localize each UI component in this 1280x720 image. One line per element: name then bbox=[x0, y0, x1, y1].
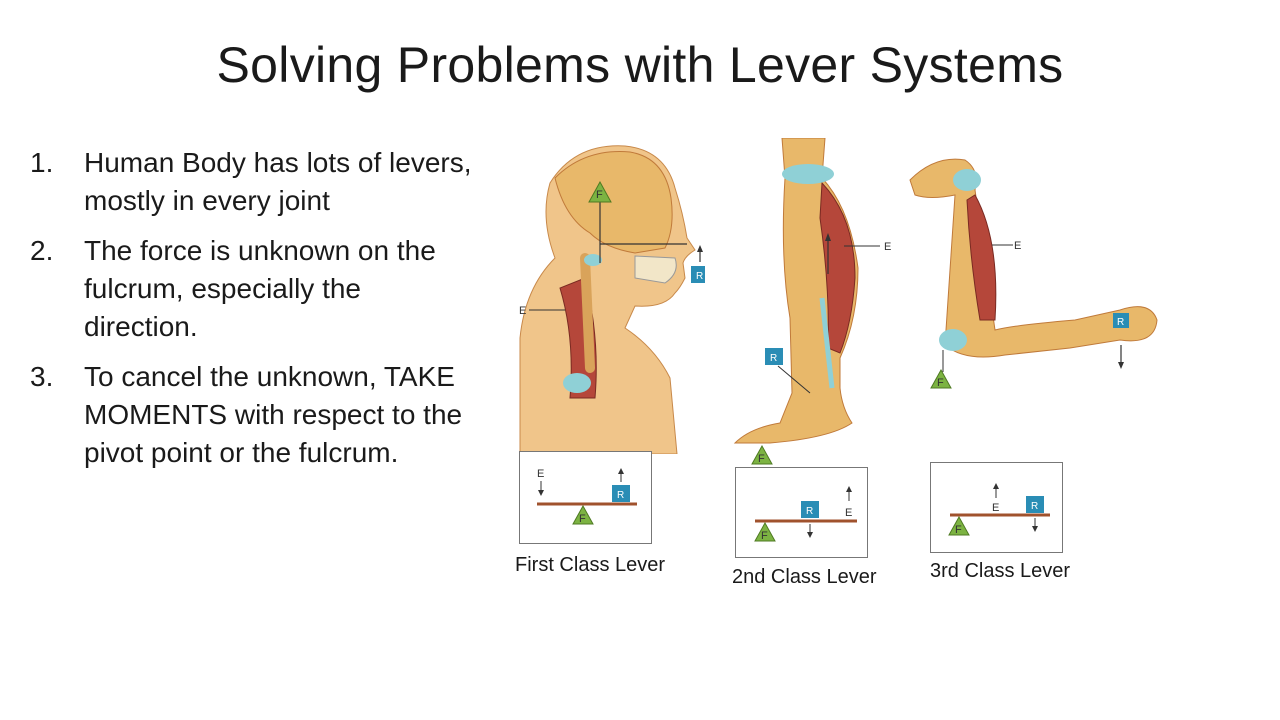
first-class-lever-diagram: E F R bbox=[519, 451, 652, 544]
effort-label: E bbox=[519, 305, 526, 317]
fulcrum-label: F bbox=[579, 513, 586, 525]
resistance-label: R bbox=[806, 506, 813, 517]
effort-label: E bbox=[1014, 240, 1021, 252]
slide-title: Solving Problems with Lever Systems bbox=[216, 37, 1064, 93]
bullet-item: 2. The force is unknown on the fulcrum, … bbox=[30, 232, 480, 346]
effort-label: E bbox=[845, 507, 852, 519]
fulcrum-triangle bbox=[751, 444, 773, 465]
third-class-lever-diagram: F E R bbox=[930, 462, 1063, 553]
fulcrum-label: F bbox=[596, 189, 603, 201]
resistance-box bbox=[801, 501, 819, 518]
caption-first-class-lever: First Class Lever bbox=[515, 554, 666, 576]
resistance-label: R bbox=[617, 490, 624, 501]
resistance-label: R bbox=[1031, 501, 1038, 512]
bullet-item: 1. Human Body has lots of levers, mostly… bbox=[30, 144, 480, 220]
second-class-lever-diagram: F R E bbox=[735, 467, 868, 558]
effort-label: E bbox=[537, 468, 544, 480]
resistance-box bbox=[765, 348, 783, 365]
resistance-box bbox=[612, 485, 630, 502]
resistance-box bbox=[1026, 496, 1044, 513]
fulcrum-label: F bbox=[937, 377, 944, 389]
fulcrum-label: F bbox=[955, 524, 962, 536]
arm-elbow-illustration: E F R bbox=[909, 158, 1158, 389]
resistance-label: R bbox=[1117, 317, 1124, 328]
effort-label: E bbox=[992, 502, 999, 514]
head-neck-illustration: F R E bbox=[519, 145, 705, 454]
bullet-item: 3. To cancel the unknown, TAKE MOMENTS w… bbox=[30, 358, 480, 472]
fulcrum-triangle bbox=[948, 515, 970, 536]
caption-second-class-lever: 2nd Class Lever bbox=[732, 566, 877, 588]
bullet-text: To cancel the unknown, TAKE MOMENTS with… bbox=[84, 361, 463, 468]
fulcrum-label: F bbox=[758, 453, 765, 465]
bullet-list: 1. Human Body has lots of levers, mostly… bbox=[30, 144, 480, 484]
fulcrum-triangle bbox=[588, 180, 612, 203]
fulcrum-triangle bbox=[930, 368, 952, 389]
resistance-label: R bbox=[770, 353, 777, 364]
bullet-number: 2. bbox=[30, 235, 54, 266]
leg-foot-illustration: E R F bbox=[733, 138, 891, 465]
fulcrum-triangle bbox=[572, 504, 594, 525]
bullet-number: 1. bbox=[30, 147, 54, 178]
fulcrum-label: F bbox=[761, 530, 768, 542]
bullet-text: Human Body has lots of levers, mostly in… bbox=[84, 147, 472, 216]
resistance-label: R bbox=[696, 271, 703, 282]
bullet-number: 3. bbox=[30, 361, 54, 392]
bullet-text: The force is unknown on the fulcrum, esp… bbox=[84, 235, 436, 342]
resistance-box bbox=[1113, 313, 1129, 328]
effort-label: E bbox=[884, 241, 891, 253]
resistance-box bbox=[691, 266, 705, 283]
caption-third-class-lever: 3rd Class Lever bbox=[930, 560, 1071, 582]
fulcrum-triangle bbox=[754, 521, 776, 542]
